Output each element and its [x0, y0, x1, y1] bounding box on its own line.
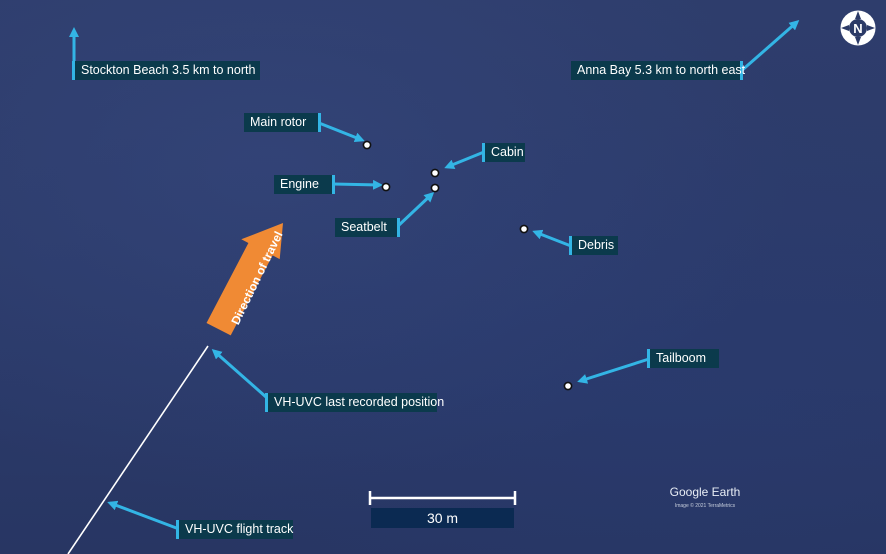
label-cabin: Cabin — [482, 143, 525, 162]
direction-arrow-icon — [206, 223, 283, 336]
anna-bay-arrow — [739, 20, 800, 74]
engine-arrow — [332, 179, 383, 190]
wreckage-marker-icon — [430, 168, 440, 178]
label-tailboom: Tailboom — [647, 349, 719, 368]
wreckage-marker-icon — [430, 183, 440, 193]
scale-bar — [368, 491, 517, 505]
label-main-rotor: Main rotor — [244, 113, 321, 132]
tailboom-arrow — [577, 357, 650, 384]
wreckage-marker-icon — [563, 381, 573, 391]
flight-track-arrow — [107, 500, 180, 531]
wreckage-marker-icon — [519, 224, 529, 234]
google-earth-logo: Google Earth — [669, 485, 741, 499]
compass-letter: N — [853, 21, 862, 36]
label-last-position: VH-UVC last recorded position — [265, 393, 444, 412]
wreckage-marker-icon — [381, 182, 391, 192]
north-compass-icon[interactable]: N — [839, 9, 877, 47]
debris-arrow — [532, 229, 572, 248]
scale-label: 30 m — [371, 508, 514, 528]
label-debris: Debris — [569, 236, 618, 255]
label-seatbelt: Seatbelt — [335, 218, 400, 237]
imagery-credit: Image © 2021 TerraMetrics — [674, 503, 736, 509]
label-flight-track: VH-UVC flight track — [176, 520, 293, 539]
cabin-arrow — [444, 150, 485, 170]
main-rotor-arrow — [318, 121, 365, 143]
flight-track-line — [67, 345, 209, 554]
seatbelt-arrow — [396, 191, 435, 228]
label-engine: Engine — [274, 175, 335, 194]
wreckage-marker-icon — [362, 140, 372, 150]
last-position-arrow — [211, 349, 267, 399]
label-stockton-beach: Stockton Beach 3.5 km to north — [72, 61, 260, 80]
label-anna-bay: Anna Bay 5.3 km to north east — [571, 61, 745, 80]
